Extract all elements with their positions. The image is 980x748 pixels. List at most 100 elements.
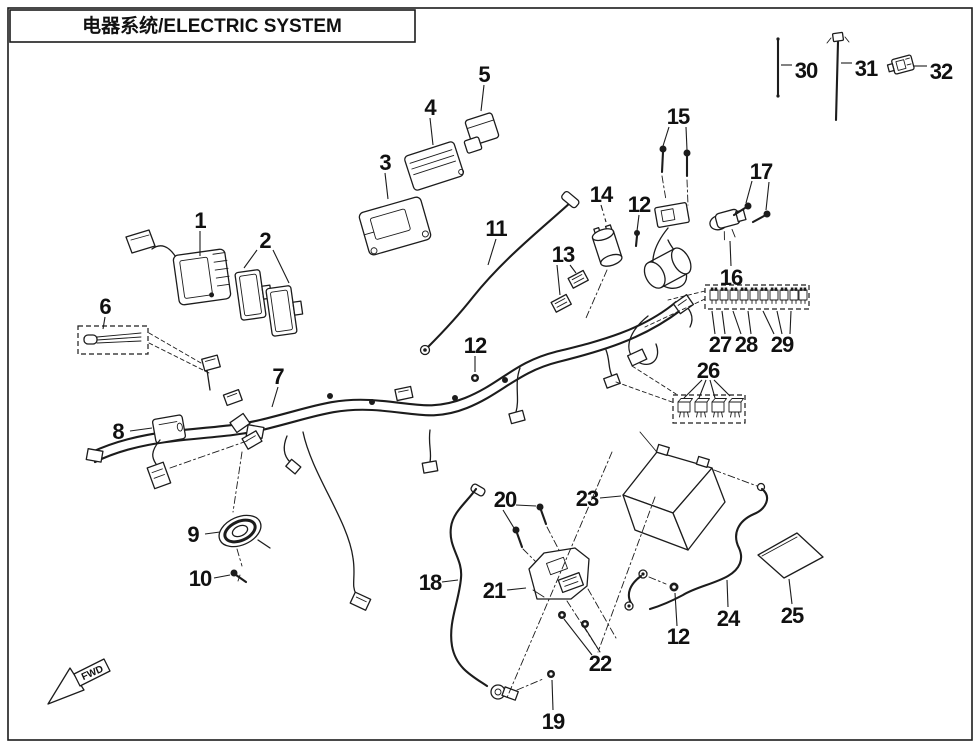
callout-5: 5 xyxy=(478,62,490,87)
starter-motor-drawing xyxy=(643,247,692,289)
nuts22-drawing xyxy=(558,588,617,653)
fuse-box-drawing xyxy=(704,284,810,310)
callout-23: 23 xyxy=(576,486,599,511)
leader-line xyxy=(747,310,752,335)
leader-line xyxy=(204,531,221,535)
leader-line xyxy=(487,238,497,266)
leader-line xyxy=(765,181,770,211)
leader-line xyxy=(129,427,153,432)
callout-13: 13 xyxy=(552,242,575,267)
callout-24: 24 xyxy=(717,606,741,631)
callout-layer: 1234567891011121212131415161718192021222… xyxy=(99,56,954,734)
sensor-cable-drawing xyxy=(449,483,489,688)
leader-line xyxy=(563,618,593,656)
bullet-connector-drawing xyxy=(77,325,210,374)
leader-line xyxy=(732,310,742,335)
leader-line xyxy=(551,679,554,711)
leader-line xyxy=(556,264,561,296)
leader-line xyxy=(102,316,106,330)
relay5-drawing xyxy=(463,112,500,154)
screws20-drawing xyxy=(512,503,561,563)
cable-tie-drawing xyxy=(826,31,850,122)
module4-drawing xyxy=(404,141,465,191)
leader-line xyxy=(636,214,640,232)
callout-6: 6 xyxy=(99,294,111,319)
callout-20: 20 xyxy=(494,487,517,512)
leader-line xyxy=(662,126,670,147)
leader-line xyxy=(788,578,793,605)
callout-16: 16 xyxy=(720,265,743,290)
callout-32: 32 xyxy=(930,59,953,84)
title-box: 电器系统/ELECTRIC SYSTEM xyxy=(9,9,416,43)
horn-bolt-drawing xyxy=(230,569,248,584)
leader-line xyxy=(698,379,707,399)
leader-line xyxy=(243,249,258,269)
connector-boots-drawing xyxy=(234,269,304,337)
callout-7: 7 xyxy=(272,364,284,389)
ecu-drawing xyxy=(125,229,232,306)
sensor19-drawing xyxy=(490,670,555,701)
leader-line xyxy=(515,504,537,507)
battery-pad-drawing xyxy=(757,532,824,579)
leader-line xyxy=(441,579,459,583)
callout-26: 26 xyxy=(697,358,720,383)
leader-line xyxy=(506,587,527,591)
leader-line xyxy=(762,310,775,335)
callout-11: 11 xyxy=(485,216,507,241)
callout-10: 10 xyxy=(189,566,212,591)
callout-28: 28 xyxy=(735,332,758,357)
callout-12: 12 xyxy=(464,333,487,358)
leader-line xyxy=(584,627,601,653)
battery-drawing xyxy=(622,431,758,551)
fwd-arrow: FWD xyxy=(47,658,111,705)
solenoid-guide-line xyxy=(585,269,608,319)
callout-21: 21 xyxy=(483,578,506,603)
callout-31: 31 xyxy=(855,56,878,81)
leader-line xyxy=(729,240,732,267)
bolts17-drawing xyxy=(732,202,771,224)
callout-14: 14 xyxy=(590,182,614,207)
leader-line xyxy=(721,310,726,335)
leader-line xyxy=(776,310,783,335)
leader-line xyxy=(480,84,485,112)
callout-25: 25 xyxy=(781,603,804,628)
battery-cable-drawing xyxy=(648,482,769,611)
solenoid-drawing xyxy=(591,224,623,267)
leader-line xyxy=(384,172,389,200)
callout-22: 22 xyxy=(589,651,612,676)
callout-4: 4 xyxy=(424,95,437,120)
callout-2: 2 xyxy=(259,228,271,253)
callout-29: 29 xyxy=(771,332,794,357)
leader-line xyxy=(685,126,688,151)
leader-line xyxy=(429,117,434,146)
leader-line xyxy=(213,574,231,579)
starter-cable-drawing xyxy=(419,190,580,356)
callout-12: 12 xyxy=(628,192,651,217)
leader-line xyxy=(674,592,678,627)
leader-line xyxy=(789,310,792,335)
bolts15-drawing xyxy=(659,145,691,206)
leader-line xyxy=(745,180,753,204)
leader-line xyxy=(600,204,607,223)
callout-19: 19 xyxy=(542,709,565,734)
callout-30: 30 xyxy=(795,58,818,83)
callout-12: 12 xyxy=(667,624,690,649)
callout-1: 1 xyxy=(194,208,206,233)
leader-line xyxy=(726,579,729,608)
nut12-mid-drawing xyxy=(471,374,479,382)
leader-line xyxy=(711,310,716,335)
callout-9: 9 xyxy=(187,522,199,547)
leader-line xyxy=(599,495,622,499)
guide-lines xyxy=(505,451,656,701)
leader-line xyxy=(271,386,279,408)
page-title: 电器系统/ELECTRIC SYSTEM xyxy=(82,14,342,37)
leader-line xyxy=(569,264,577,274)
callout-3: 3 xyxy=(379,150,391,175)
leader-line xyxy=(683,379,703,399)
callout-15: 15 xyxy=(667,104,690,129)
pin30-drawing xyxy=(776,37,780,98)
bolt12-bottom-drawing xyxy=(669,582,679,592)
callout-18: 18 xyxy=(419,570,442,595)
regulator-drawing xyxy=(528,547,590,600)
